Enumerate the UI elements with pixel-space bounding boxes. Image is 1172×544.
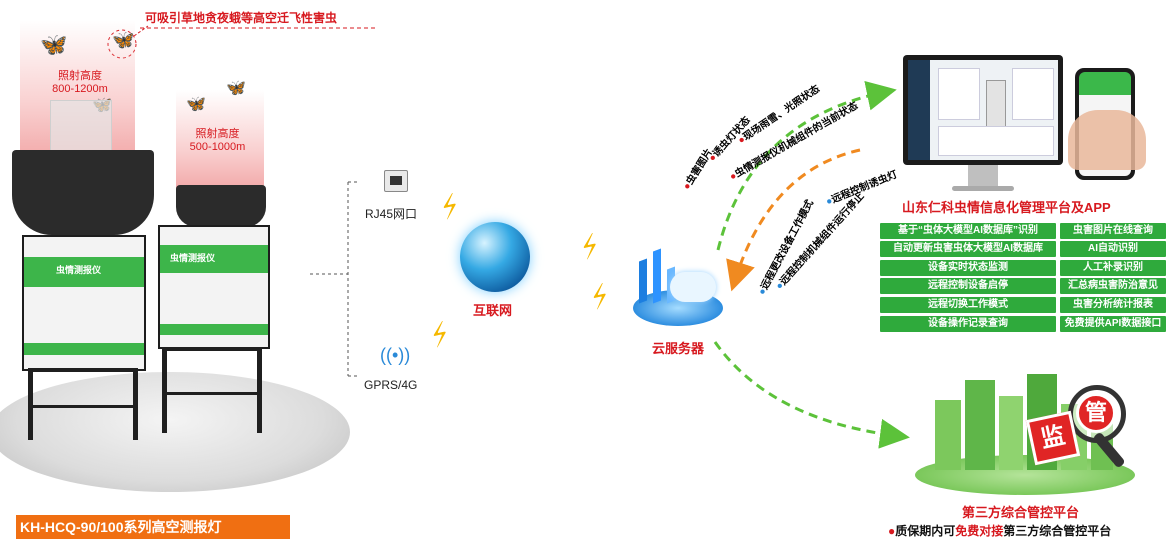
left-stand-leg [133, 368, 138, 440]
lightning-icon: ⚡ [584, 278, 618, 317]
left-tower-cabinet: 虫情测报仪 [22, 235, 146, 371]
supervise-stamp-1: 监 [1025, 410, 1081, 466]
device-podium [0, 372, 350, 492]
feature-button: 汇总病虫害防治意见 [1060, 278, 1166, 294]
internet-label: 互联网 [473, 303, 513, 318]
left-stand-leg [28, 368, 33, 440]
hand-holding-phone [1068, 110, 1146, 170]
monitor-base [952, 186, 1014, 191]
right-tower-stand [162, 347, 262, 351]
moth-icon: 🦋 [112, 30, 135, 50]
gprs-label: GPRS/4G [364, 378, 418, 392]
feature-button: 自动更新虫害虫体大模型AI数据库 [880, 241, 1056, 257]
desktop-monitor [903, 55, 1063, 165]
data-flow-arrows [713, 80, 910, 449]
rj45-label: RJ45网口 [365, 207, 418, 221]
product-banner: KH-HCQ-90/100系列高空测报灯 [16, 515, 290, 539]
bullet-icon: ● [888, 524, 896, 538]
feature-button: 远程切换工作模式 [880, 297, 1056, 313]
attract-caption: 可吸引草地贪夜蛾等高空迁飞性害虫 [145, 11, 338, 25]
left-tower-drum [12, 150, 154, 235]
connection-bracket [310, 181, 358, 377]
platform-title: 山东仁科虫情信息化管理平台及APP [902, 200, 1111, 215]
lightning-icon: ⚡ [434, 188, 468, 227]
moth-icon: 🦋 [186, 96, 206, 113]
right-tower-drum [176, 185, 266, 227]
feature-button: 虫害分析统计报表 [1060, 297, 1166, 313]
right-tower-cabinet: 虫情测报仪 [158, 225, 270, 349]
moth-icon: 🦋 [40, 32, 68, 57]
lightning-icon: ⚡ [574, 228, 608, 267]
third-party-note: ●质保期内可免费对接第三方综合管控平台 [888, 524, 1112, 538]
right-stand-rail [162, 392, 262, 395]
third-party-title: 第三方综合管控平台 [962, 505, 1080, 520]
right-stand-leg [257, 347, 262, 433]
signal-tower-icon: ((•)) [380, 345, 411, 365]
lightning-icon: ⚡ [424, 316, 458, 355]
monitor-stand [968, 165, 998, 187]
feature-button: 设备操作记录查询 [880, 316, 1056, 332]
feature-button: 基于“虫体大模型AI数据库”识别 [880, 223, 1056, 239]
right-light-beam [176, 90, 264, 190]
caption-underline [140, 27, 375, 29]
feature-button: 远程控制设备启停 [880, 278, 1056, 294]
left-stand-rail [28, 405, 138, 408]
feature-button: 人工补录识别 [1060, 260, 1166, 276]
supervise-stamp-2: 管 [1076, 393, 1116, 433]
feature-button: AI自动识别 [1060, 241, 1166, 257]
left-tower-glass [50, 100, 112, 157]
moth-icon: 🦋 [226, 80, 246, 97]
feature-button: 免费提供API数据接口 [1060, 316, 1166, 332]
ethernet-port-icon [384, 170, 408, 192]
feature-button: 设备实时状态监测 [880, 260, 1056, 276]
globe-icon [460, 222, 530, 292]
feature-button: 虫害图片在线查询 [1060, 223, 1166, 239]
cloud-server-icon [625, 248, 725, 330]
right-stand-leg [162, 347, 167, 433]
cloud-server-label: 云服务器 [652, 341, 705, 356]
left-tower-stand [28, 368, 138, 372]
